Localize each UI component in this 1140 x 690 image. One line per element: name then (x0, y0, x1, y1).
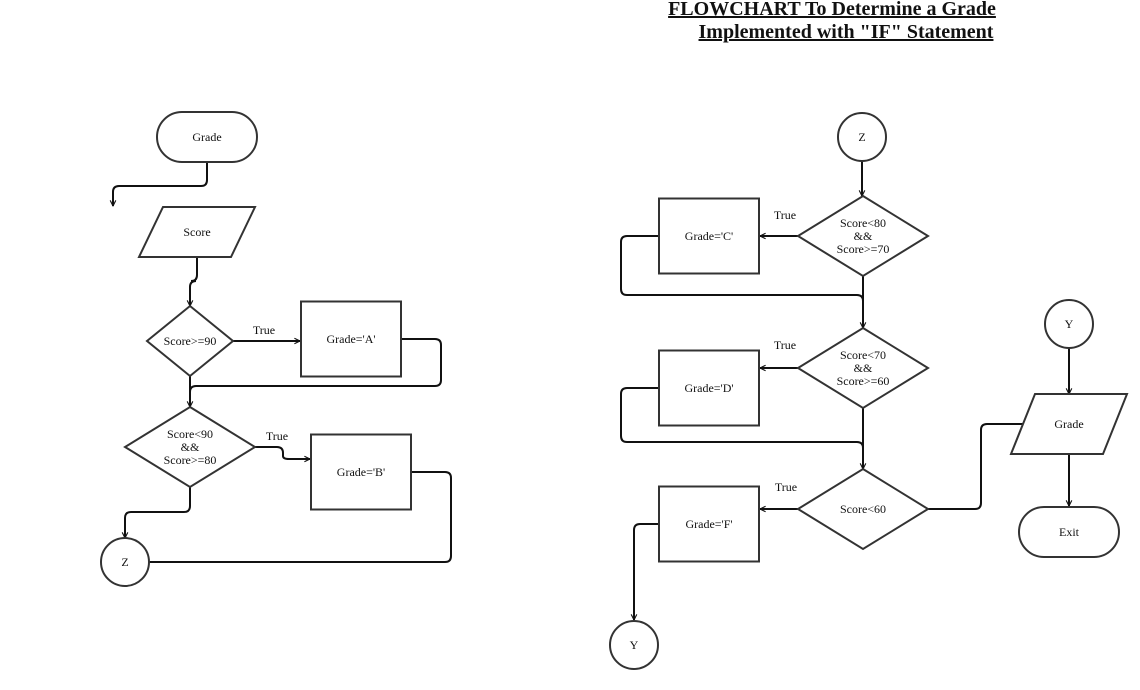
node-label: Score>=80 (164, 453, 217, 467)
diamond-shape (145, 304, 235, 378)
node-exit: Exit (1018, 506, 1120, 558)
node-label: Y (630, 638, 639, 652)
diamond-shape (796, 467, 930, 551)
edge-grade-d-to-decision-f (620, 387, 864, 449)
connector-shape (1044, 299, 1094, 349)
edge-score-input-to-decision-a (190, 257, 198, 306)
edge-decision-f-to-grade-output (928, 424, 1030, 510)
node-label: && (854, 361, 873, 375)
edge-decision-b-to-grade-b (255, 446, 310, 459)
node-label: && (854, 229, 873, 243)
node-decision-b: Score<90&&Score>=80 (123, 405, 257, 489)
node-label: && (181, 440, 200, 454)
edge-label-true: True (266, 429, 288, 443)
node-decision-f: Score<60 (796, 467, 930, 551)
node-label: Score>=90 (164, 334, 217, 348)
node-decision-d: Score<70&&Score>=60 (796, 326, 930, 410)
process-shape (658, 197, 760, 275)
node-label: Grade='D' (684, 381, 733, 395)
diamond-shape (123, 405, 257, 489)
node-label: Score<90 (167, 427, 213, 441)
node-grade-d: Grade='D' (658, 349, 760, 427)
node-label: Grade='C' (685, 229, 733, 243)
diagram-title-line1: FLOWCHART To Determine a Grade (668, 0, 996, 20)
node-label: Score<70 (840, 348, 886, 362)
node-label: Y (1065, 317, 1074, 331)
edge-grade-f-to-connector-y-out (634, 523, 659, 620)
process-shape (300, 300, 402, 378)
edge-grade-a-to-decision-b (189, 338, 442, 393)
node-label: Grade (1054, 417, 1083, 431)
edge-label-true: True (774, 208, 796, 222)
terminator-shape (156, 111, 258, 163)
diamond-shape (796, 326, 930, 410)
edge-label-true: True (253, 323, 275, 337)
parallelogram-shape (137, 206, 257, 258)
node-label: Grade='B' (337, 465, 385, 479)
process-shape (658, 485, 760, 563)
node-connector-y-in: Y (1044, 299, 1094, 349)
node-grade-f: Grade='F' (658, 485, 760, 563)
node-grade-start: Grade (156, 111, 258, 163)
edge-grade-c-to-decision-d (620, 235, 864, 302)
node-grade-c: Grade='C' (658, 197, 760, 275)
terminator-shape (1018, 506, 1120, 558)
node-label: Z (858, 130, 865, 144)
diagram-title-line2: Implemented with "IF" Statement (699, 21, 994, 43)
process-shape (310, 433, 412, 511)
node-grade-b: Grade='B' (310, 433, 412, 511)
node-label: Z (121, 555, 128, 569)
edge-grade-b-to-connector-z-out (149, 471, 452, 563)
diamond-shape (796, 194, 930, 278)
node-connector-z-in: Z (837, 112, 887, 162)
node-label: Exit (1059, 525, 1080, 539)
parallelogram-shape (1009, 393, 1129, 455)
node-label: Grade='F' (685, 517, 732, 531)
node-label: Grade='A' (326, 332, 375, 346)
node-connector-y-out: Y (609, 620, 659, 670)
node-label: Score<80 (840, 216, 886, 230)
node-grade-output: Grade (1009, 393, 1129, 455)
edge-label-true: True (775, 480, 797, 494)
connector-shape (609, 620, 659, 670)
edges-layer (113, 161, 1069, 620)
connector-shape (100, 537, 150, 587)
node-connector-z-out: Z (100, 537, 150, 587)
node-score-input: Score (137, 206, 257, 258)
node-decision-a: Score>=90 (145, 304, 235, 378)
node-grade-a: Grade='A' (300, 300, 402, 378)
node-label: Score (183, 225, 210, 239)
node-label: Grade (192, 130, 221, 144)
edge-grade-start-to-score-input (113, 162, 208, 206)
process-shape (658, 349, 760, 427)
node-decision-c: Score<80&&Score>=70 (796, 194, 930, 278)
edge-label-true: True (774, 338, 796, 352)
connector-shape (837, 112, 887, 162)
edge-decision-b-to-connector-z-out (125, 487, 191, 538)
node-label: Score>=60 (837, 374, 890, 388)
node-label: Score<60 (840, 502, 886, 516)
node-label: Score>=70 (837, 242, 890, 256)
